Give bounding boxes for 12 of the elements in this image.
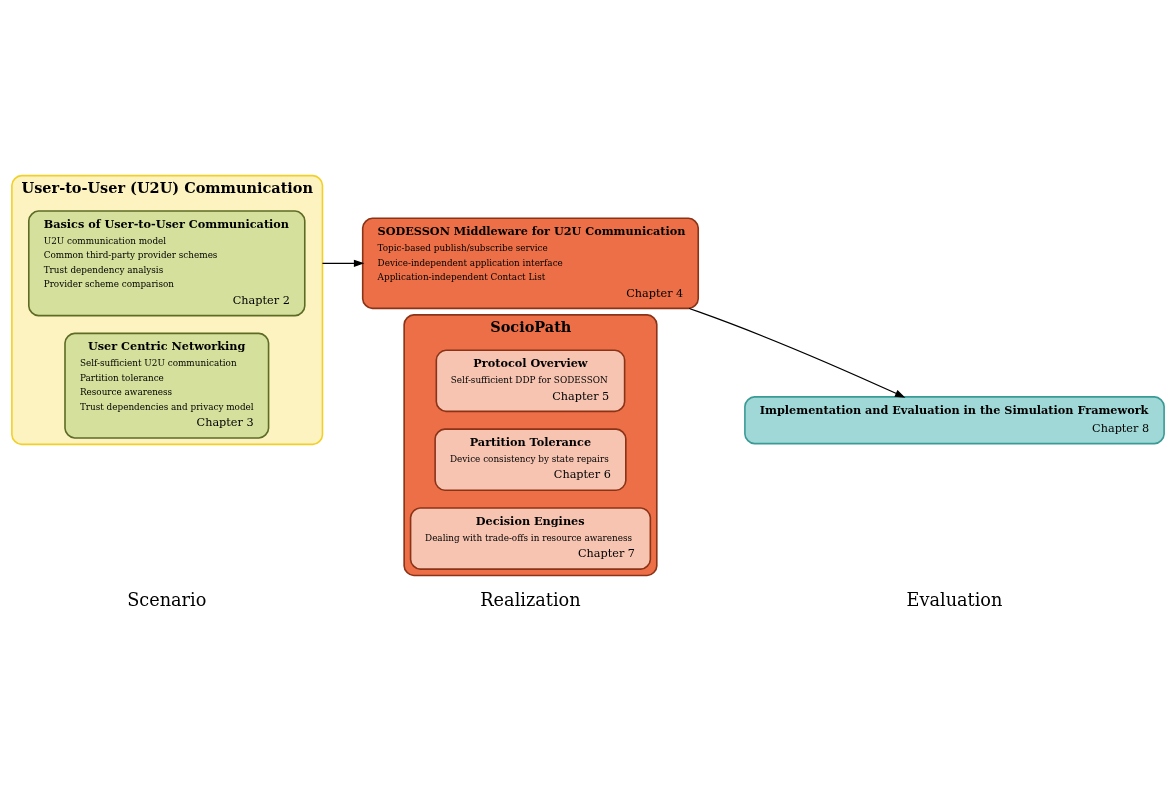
label: Scenario [127,589,207,610]
node-box: Protocol Overview Self-sufficient DDP for SODESSON Chapter 5 [435,349,626,413]
node-box: Decision Engines Dealing with trade-offs in resource awareness Chapter 7 [409,507,652,570]
node-box: Partition Tolerance Device consistency by state repairs Chapter 6 [434,428,627,492]
label: Realization [480,589,581,610]
arrow [688,307,906,398]
node-box: SODESSON Middleware for U2U Communication Topic-based publish/subscribe service Device-independent application interface Application-independent Contact List Chapter 4 [361,217,700,310]
node-box: Basics of User-to-User Communication U2U communication model Common third-party provider schemes Trust dependency analysis Provider scheme comparison Chapter 2 [28,210,306,317]
node-box: User Centric Networking Self-sufficient U2U communication Partition tolerance Resource awareness Trust dependencies and privacy model Chapter 3 [64,332,270,439]
node-box: Implementation and Evaluation in the Simulation Framework Chapter 8 [744,396,1165,445]
arrow [321,259,365,268]
label: Evaluation [906,589,1003,610]
